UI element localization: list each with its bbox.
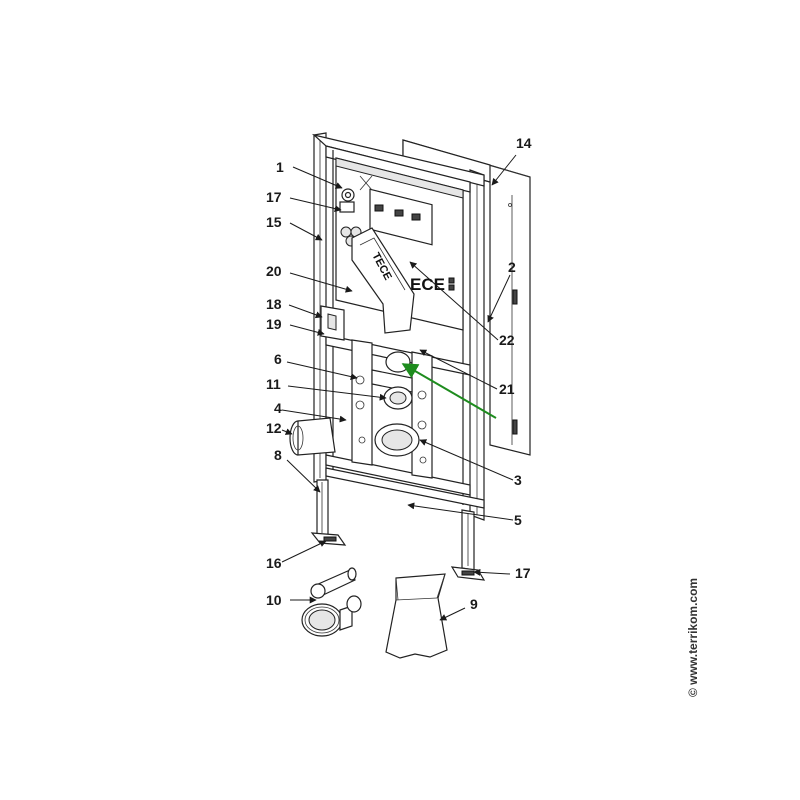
callout-11: 11: [266, 376, 281, 392]
callout-16: 17: [515, 565, 531, 581]
callout-12: 12: [266, 420, 282, 436]
brand-text: ECE: [410, 275, 445, 294]
callout-20: 20: [266, 263, 282, 279]
feet: [310, 532, 486, 581]
callout-19: 19: [266, 316, 282, 332]
callout-3: 3: [514, 472, 522, 488]
cistern: ECE: [335, 157, 464, 331]
callout-1: 1: [276, 159, 284, 175]
callout-17: 17: [266, 189, 282, 205]
connection-bracket: [351, 339, 433, 479]
callout-18: 18: [266, 296, 282, 312]
side-blocks: [320, 305, 345, 341]
connector-set: [301, 567, 362, 637]
callout-6: 6: [274, 351, 282, 367]
callout-15: 16: [266, 555, 282, 571]
callout-5: 5: [514, 512, 522, 528]
callout-22: 22: [499, 332, 515, 348]
callout-10: 10: [266, 592, 282, 608]
callout-14: 14: [516, 135, 532, 151]
protective-cover: [385, 573, 448, 659]
drain-elbow: [289, 417, 336, 456]
callout-21: 21: [499, 381, 515, 397]
callout-9: 9: [470, 596, 478, 612]
callout-8: 8: [274, 447, 282, 463]
leader-lines: [281, 154, 517, 621]
callout-13: 15: [266, 214, 282, 230]
green-pointer-arrow: [401, 363, 497, 419]
callout-2: 2: [508, 259, 516, 275]
callout-4: 4: [274, 400, 282, 416]
callout-labels: 1 17 15 20 18 19 6 11 4 12 8 16 10 9 17 …: [266, 135, 532, 612]
credit-text: © www.terrikom.com: [686, 578, 700, 697]
flush-pipe-bend: TECE: [351, 227, 415, 334]
